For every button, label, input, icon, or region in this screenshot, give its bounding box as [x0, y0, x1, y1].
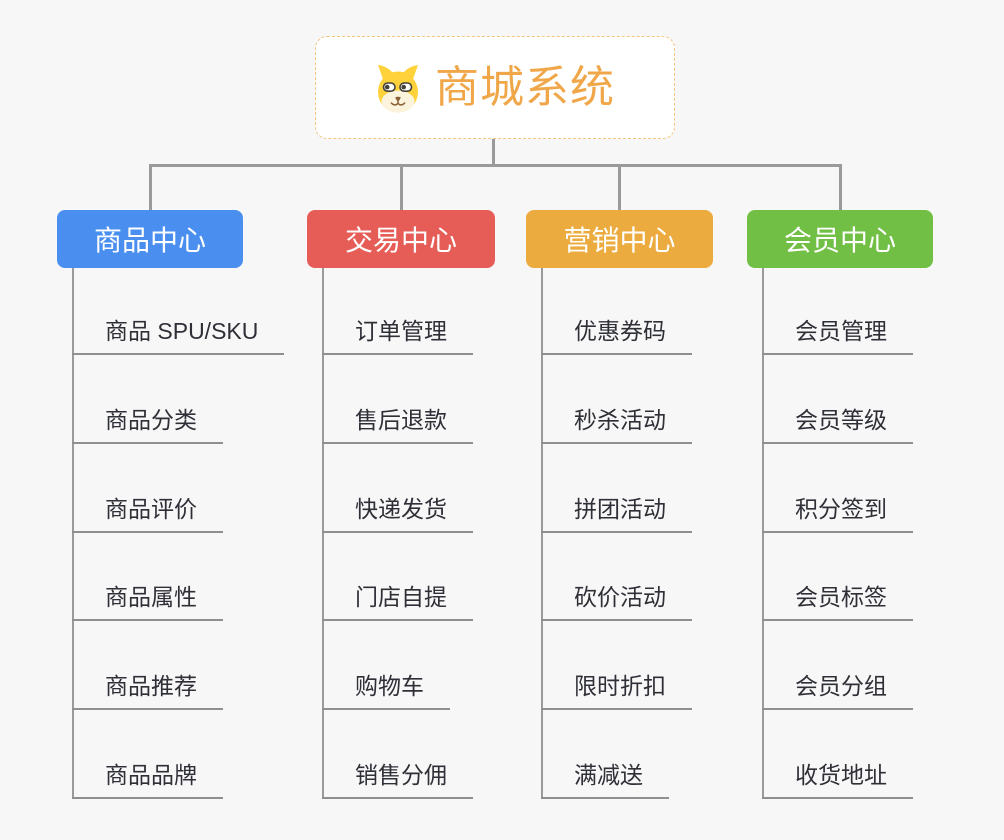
leaf-label: 优惠券码 [574, 318, 666, 344]
leaf-label: 会员等级 [795, 406, 887, 433]
leaf-label: 购物车 [355, 673, 424, 700]
connector-branch-trunk-3 [541, 268, 543, 799]
dog-face-icon [378, 64, 418, 112]
branch-label: 交易中心 [344, 225, 457, 256]
leaf-label: 秒杀活动 [574, 406, 666, 433]
connector-branch-drop-1 [148, 163, 152, 210]
branch-node-4[interactable]: 会员中心 [747, 210, 933, 268]
branch-node-1[interactable]: 商品中心 [57, 210, 243, 268]
leaf-label: 销售分佣 [355, 762, 447, 788]
leaf-label: 限时折扣 [574, 673, 666, 700]
branch-node-3[interactable]: 营销中心 [526, 210, 713, 268]
leaf-node[interactable]: 会员分组 [762, 666, 913, 711]
connector-branch-drop-2 [399, 163, 403, 210]
leaf-node[interactable]: 砍价活动 [541, 577, 692, 622]
leaf-label: 订单管理 [355, 318, 447, 344]
leaf-node[interactable]: 拼团活动 [541, 489, 692, 533]
leaf-node[interactable]: 售后退款 [322, 400, 473, 444]
leaf-label: 会员管理 [795, 318, 887, 344]
leaf-label: 拼团活动 [574, 495, 666, 522]
leaf-node[interactable]: 限时折扣 [541, 666, 692, 711]
leaf-node[interactable]: 商品分类 [72, 400, 223, 444]
leaf-label: 商品评价 [105, 495, 197, 522]
branch-label: 会员中心 [783, 225, 896, 256]
connector-branch-drop-3 [618, 163, 621, 210]
leaf-label: 会员分组 [795, 673, 887, 700]
leaf-label: 砍价活动 [574, 584, 666, 611]
leaf-node[interactable]: 满减送 [541, 755, 669, 799]
leaf-node[interactable]: 订单管理 [322, 311, 473, 355]
connector-branch-trunk-4 [762, 268, 764, 799]
branch-label: 营销中心 [563, 225, 676, 256]
leaf-label: 商品分类 [105, 406, 197, 433]
connector-rail [148, 163, 842, 167]
leaf-label: 会员标签 [795, 584, 887, 611]
leaf-label: 收货地址 [795, 762, 887, 788]
leaf-label: 商品 SPU/SKU [105, 318, 259, 344]
leaf-node[interactable]: 商品品牌 [72, 755, 223, 799]
leaf-node[interactable]: 销售分佣 [322, 755, 473, 799]
leaf-label: 积分签到 [795, 495, 887, 522]
leaf-node[interactable]: 商品评价 [72, 489, 223, 533]
leaf-node[interactable]: 会员等级 [762, 400, 913, 444]
leaf-node[interactable]: 商品属性 [72, 577, 223, 622]
leaf-label: 售后退款 [355, 406, 447, 433]
leaf-node[interactable]: 商品 SPU/SKU [72, 311, 285, 355]
connector-root-stem [492, 139, 495, 167]
leaf-node[interactable]: 门店自提 [322, 577, 473, 622]
leaf-node[interactable]: 会员标签 [762, 577, 913, 622]
leaf-label: 商品品牌 [105, 762, 197, 788]
connector-branch-trunk-2 [322, 268, 324, 799]
leaf-node[interactable]: 收货地址 [762, 755, 913, 799]
leaf-node[interactable]: 秒杀活动 [541, 400, 692, 444]
leaf-node[interactable]: 会员管理 [762, 311, 913, 355]
leaf-label: 门店自提 [355, 584, 447, 611]
root-node[interactable]: 商城系统 [315, 36, 675, 139]
leaf-node[interactable]: 快递发货 [322, 489, 473, 533]
connector-branch-drop-4 [838, 163, 842, 210]
leaf-node[interactable]: 积分签到 [762, 489, 913, 533]
leaf-node[interactable]: 购物车 [322, 666, 450, 711]
leaf-label: 商品属性 [105, 584, 197, 611]
leaf-node[interactable]: 商品推荐 [72, 666, 223, 711]
root-title: 商城系统 [435, 62, 615, 112]
leaf-label: 快递发货 [355, 495, 447, 522]
leaf-node[interactable]: 优惠券码 [541, 311, 692, 355]
leaf-label: 满减送 [574, 762, 643, 788]
branch-label: 商品中心 [93, 225, 206, 256]
branch-node-2[interactable]: 交易中心 [307, 210, 495, 268]
connector-branch-trunk-1 [72, 268, 74, 799]
leaf-label: 商品推荐 [105, 673, 197, 700]
